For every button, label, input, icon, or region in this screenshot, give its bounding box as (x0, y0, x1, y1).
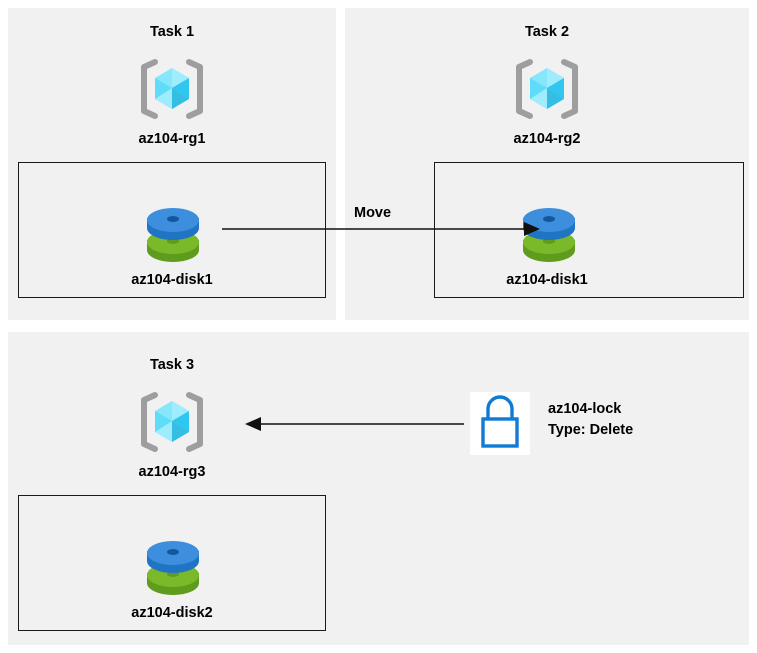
task3-resource-group-label: az104-rg3 (138, 464, 206, 480)
panel-task3: Task 3 az104-rg3 az104-disk2 (8, 332, 749, 645)
panel-task1: Task 1 az104-rg1 az10 (8, 8, 336, 320)
task3-resource-box (18, 495, 326, 631)
panel-task2: Task 2 az104-rg2 az104-disk1 (345, 8, 749, 320)
task2-disk-label: az104-disk1 (506, 272, 588, 288)
task1-resource-group-label: az104-rg1 (138, 131, 206, 147)
azure-disk-icon (142, 204, 204, 266)
task2-title: Task 2 (524, 24, 570, 40)
task1-title: Task 1 (149, 24, 195, 40)
lock-icon (481, 395, 519, 448)
azure-resource-group-icon (512, 58, 582, 120)
lock-icon-plate (470, 392, 530, 455)
task3-title: Task 3 (149, 357, 195, 373)
lock-name: az104-lock (548, 401, 622, 417)
task1-disk-label: az104-disk1 (131, 272, 213, 288)
azure-disk-icon (518, 204, 580, 266)
azure-resource-group-icon (137, 391, 207, 453)
task1-resource-box (18, 162, 326, 298)
azure-disk-icon (142, 537, 204, 599)
azure-resource-group-icon (137, 58, 207, 120)
task3-disk-label: az104-disk2 (131, 605, 213, 621)
lock-type: Type: Delete (548, 422, 634, 439)
move-arrow-label: Move (354, 205, 392, 221)
task2-resource-box (434, 162, 744, 298)
lock-caption: az104-lock Type: Delete (548, 399, 633, 441)
task2-resource-group-label: az104-rg2 (513, 131, 581, 147)
